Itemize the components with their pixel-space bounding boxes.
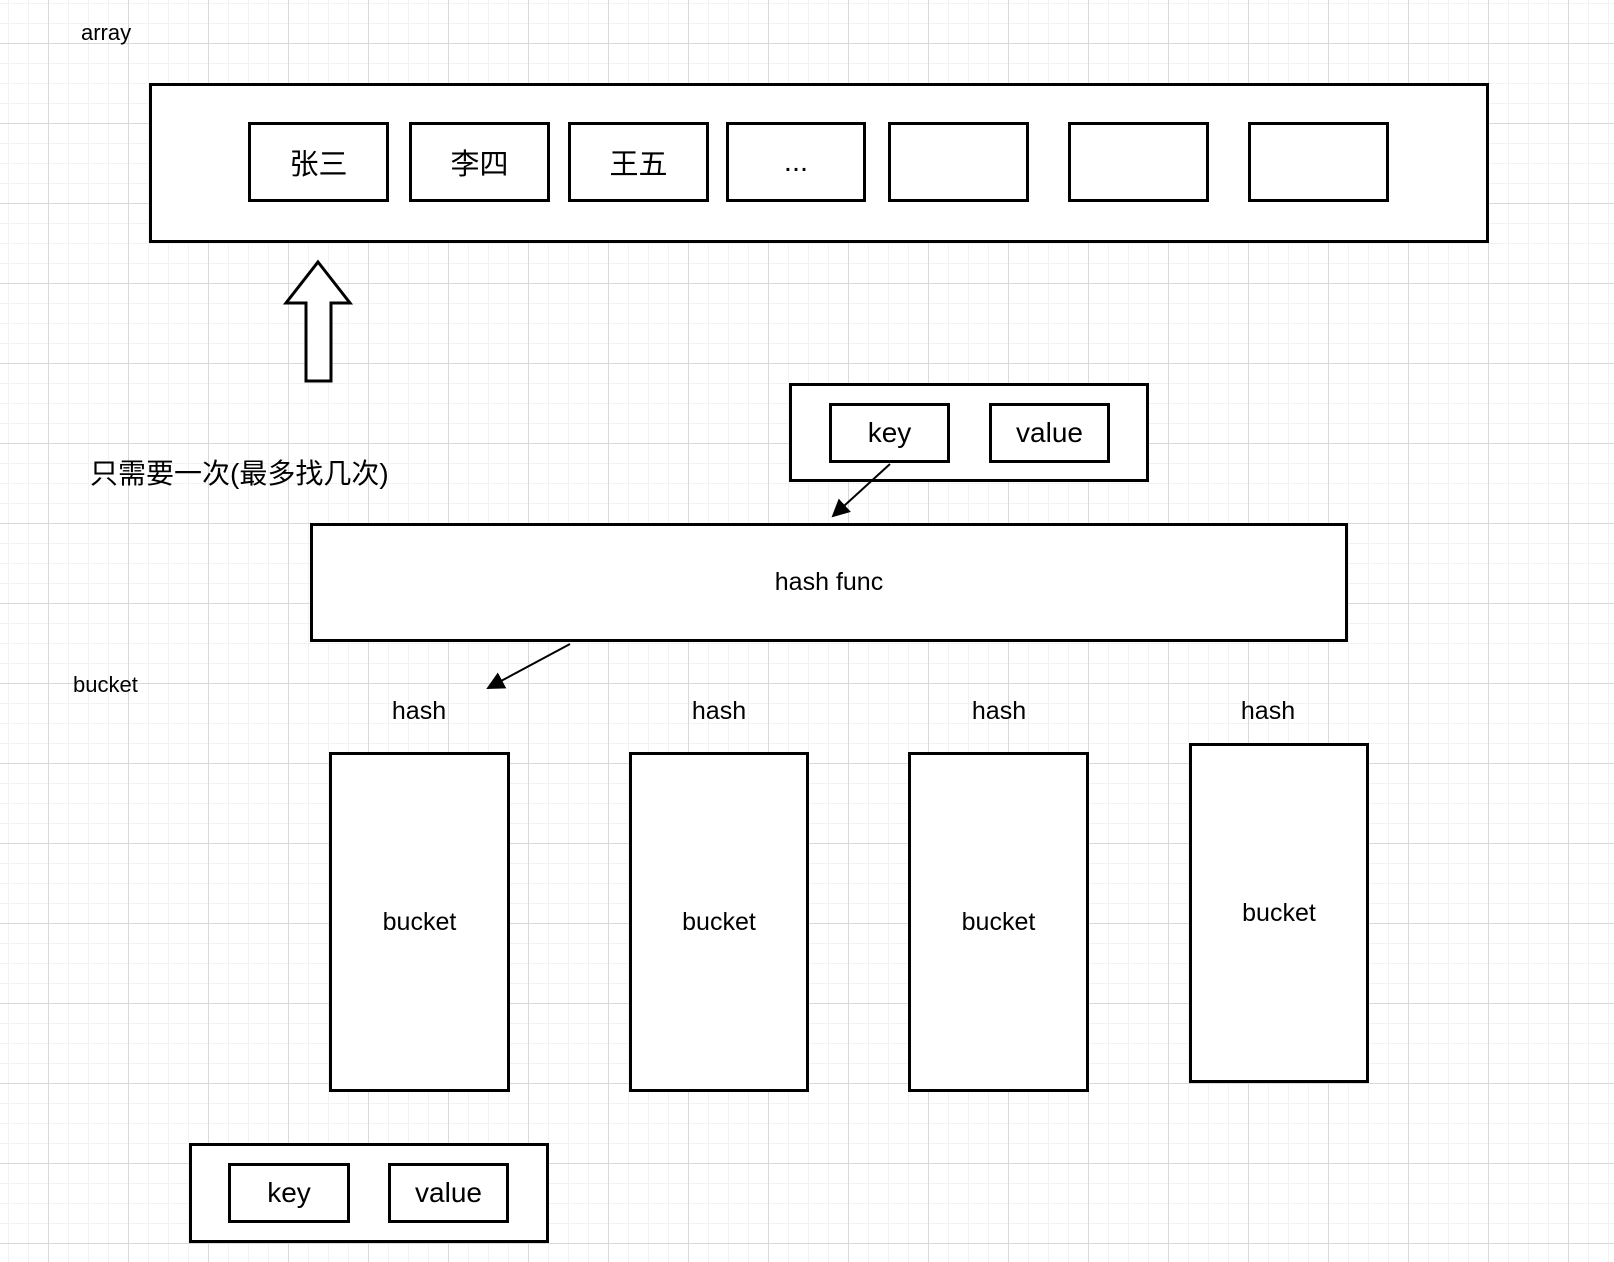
key-box: key bbox=[829, 403, 950, 463]
top-key-value-box: key value bbox=[789, 383, 1149, 482]
key-box: key bbox=[228, 1163, 350, 1223]
array-cell bbox=[1248, 122, 1389, 202]
bucket-box: bucket bbox=[329, 752, 510, 1092]
bucket-hash-label: hash bbox=[971, 697, 1027, 725]
bottom-key-value-box: key value bbox=[189, 1143, 549, 1243]
value-box: value bbox=[989, 403, 1110, 463]
bucket-hash-label: hash bbox=[691, 697, 747, 725]
bucket-section-label: bucket bbox=[73, 672, 138, 697]
hash-func-box: hash func bbox=[310, 523, 1348, 642]
value-box: value bbox=[388, 1163, 509, 1223]
bucket-box: bucket bbox=[1189, 743, 1369, 1083]
hashfunc-to-bucket-arrow bbox=[486, 643, 571, 689]
array-cell: ... bbox=[726, 122, 866, 202]
note-text: 只需要一次(最多找几次) bbox=[90, 458, 389, 489]
block-up-arrow bbox=[282, 259, 354, 383]
bucket-box: bucket bbox=[629, 752, 809, 1092]
bucket-box: bucket bbox=[908, 752, 1089, 1092]
array-cell bbox=[888, 122, 1029, 202]
array-cell: 张三 bbox=[248, 122, 389, 202]
array-section-label: array bbox=[81, 20, 132, 45]
array-container-box: 张三 李四 王五 ... bbox=[149, 83, 1489, 243]
array-cell: 李四 bbox=[409, 122, 550, 202]
array-cell bbox=[1068, 122, 1209, 202]
bucket-hash-label: hash bbox=[1240, 697, 1296, 725]
bucket-hash-label: hash bbox=[391, 697, 447, 725]
array-cell: 王五 bbox=[568, 122, 709, 202]
